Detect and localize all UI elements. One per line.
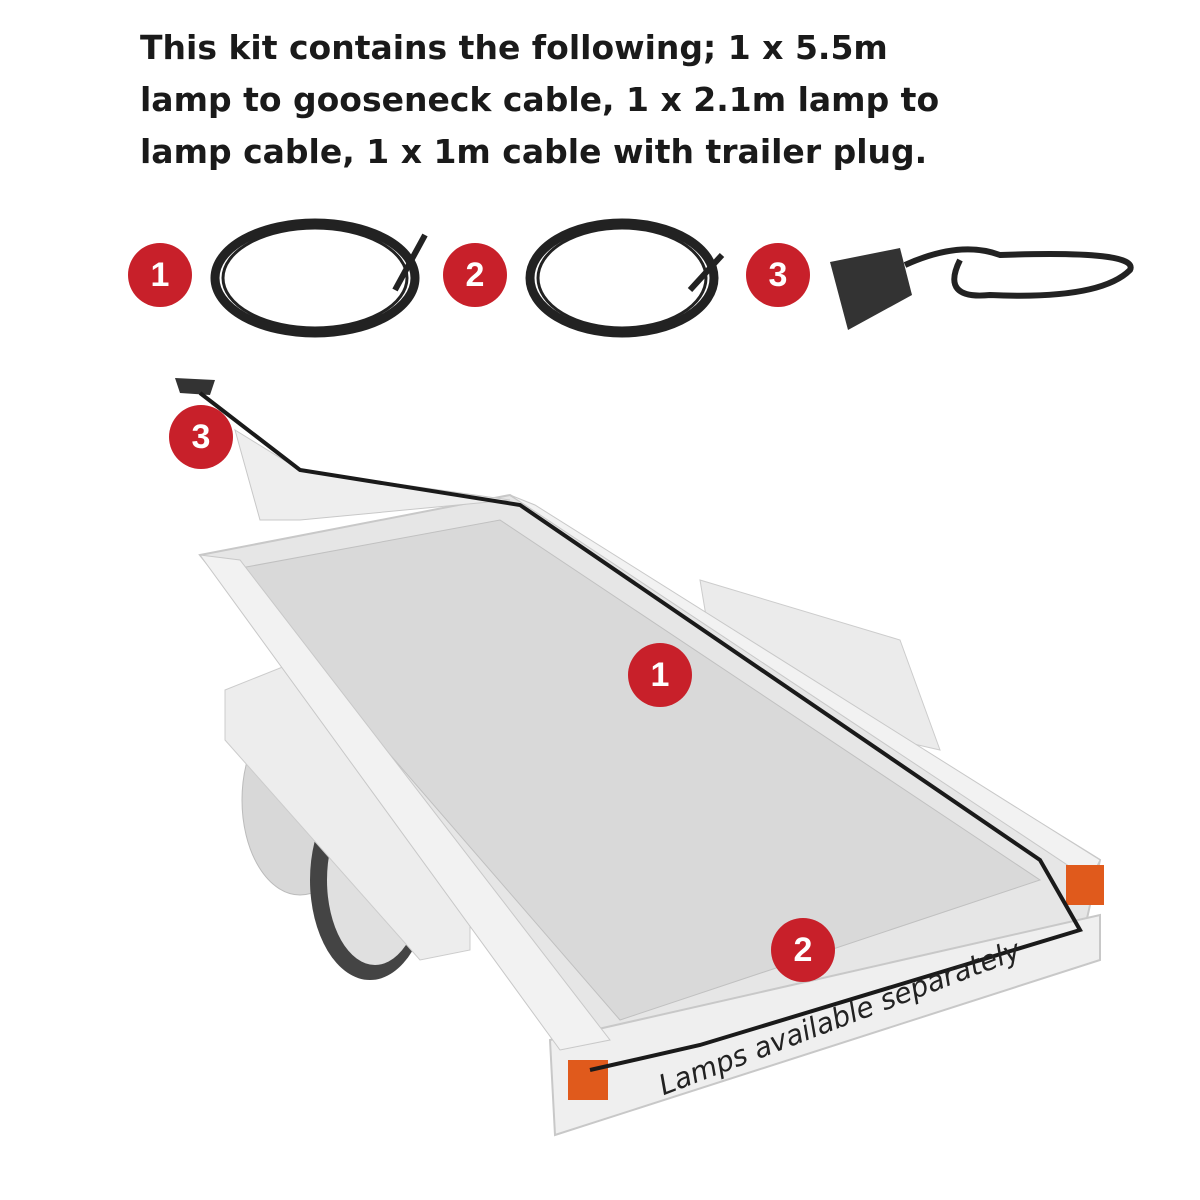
headline-line: This kit contains the following; 1 x 5.5… <box>140 28 888 67</box>
diagram-label-badge: 1 <box>628 643 692 707</box>
trailer-illustration <box>175 378 1104 1137</box>
kit-item-number-badge: 2 <box>443 243 507 307</box>
trailer-plug-cable-icon <box>830 246 1134 330</box>
coiled-cable-icon <box>210 218 428 338</box>
headline-line: lamp to gooseneck cable, 1 x 2.1m lamp t… <box>140 80 940 119</box>
diagram-label-badge: 2 <box>771 918 835 982</box>
kit-item-number-badge: 1 <box>128 243 192 307</box>
coiled-cable-icon <box>525 218 725 338</box>
kit-item-number-badge: 3 <box>746 243 810 307</box>
headline-line: lamp cable, 1 x 1m cable with trailer pl… <box>140 132 928 171</box>
kit-description: This kit contains the following; 1 x 5.5… <box>140 22 1100 178</box>
diagram-label-badge: 3 <box>169 405 233 469</box>
